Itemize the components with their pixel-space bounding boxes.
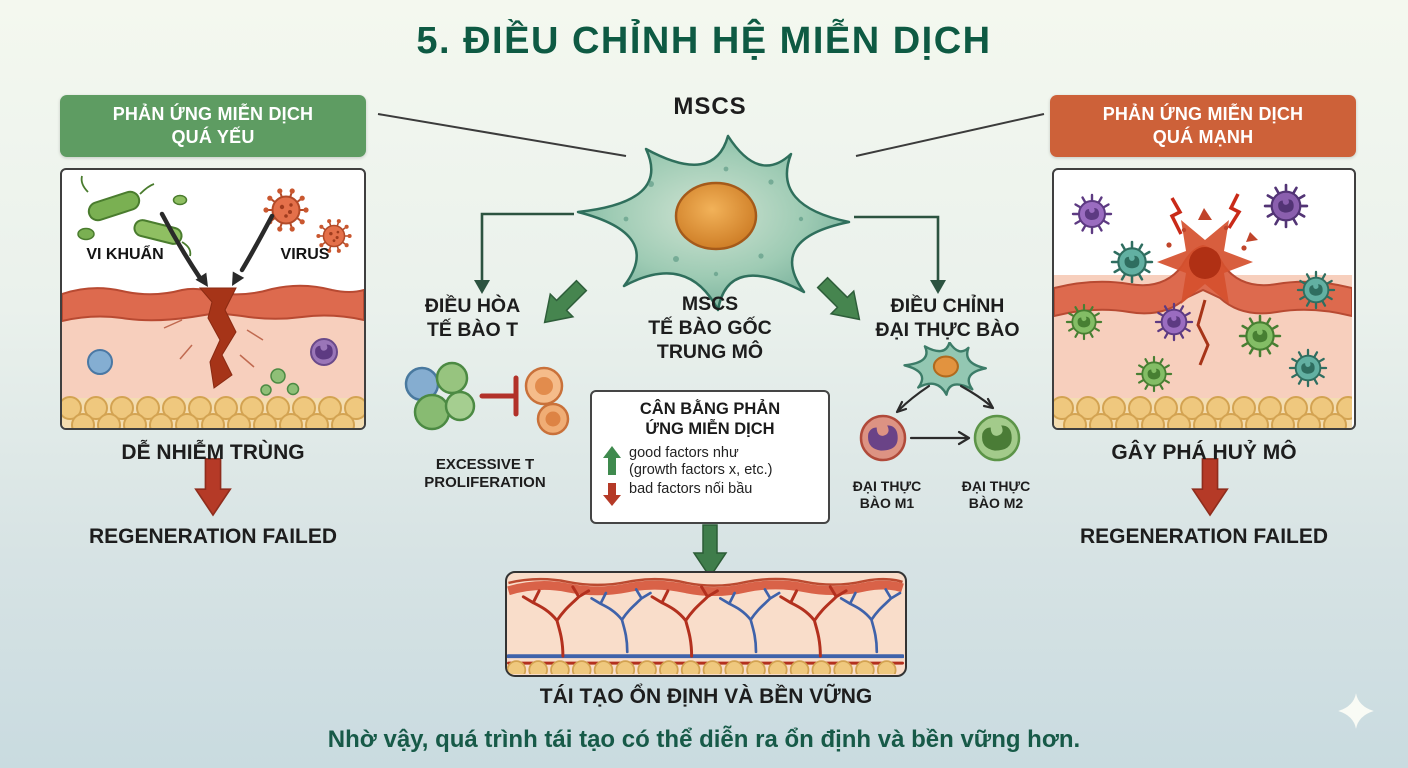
label-line: ĐẠI THỰC BÀO — [875, 318, 1020, 341]
green-down-arrow-icon — [692, 524, 728, 579]
weak-response-banner: PHẢN ỨNG MIỄN DỊCH QUÁ YẾU — [60, 95, 366, 157]
label-line: ĐẠI THỰC — [852, 478, 922, 494]
small-msc-icon — [903, 342, 988, 396]
block-arrow-downright-icon — [816, 276, 861, 321]
label-line: good factors như — [629, 445, 739, 462]
label-line: MSCS — [681, 293, 739, 315]
label-line: BÀO M1 — [859, 495, 915, 512]
regeneration-failed-right: REGENERATION FAILED — [1079, 525, 1329, 548]
macrophage-regulation-label: ĐIỀU CHỈNH ĐẠI THỰC BÀO — [860, 295, 1035, 343]
label-line: EXCESSIVE T — [435, 456, 535, 473]
m1-macrophage-icon — [859, 414, 907, 462]
label-line: PHẢN ỨNG MIỄN DỊCH — [112, 103, 314, 124]
block-arrow-downleft-icon — [543, 279, 588, 324]
label-line: bad factors nối bầu — [629, 481, 753, 498]
label-line: TẾ BÀO GỐC — [648, 316, 772, 339]
mscs-label: MSCS — [673, 93, 747, 120]
good-factors-row: good factors như (growth factors x, etc.… — [600, 444, 820, 480]
good-factors-text: good factors như (growth factors x, etc.… — [629, 445, 772, 479]
m2-macrophage-icon — [973, 414, 1021, 462]
label-line: PROLIFERATION — [424, 474, 546, 492]
virus-label: VIRUS — [280, 246, 330, 263]
t-cells — [404, 361, 476, 431]
label-line: PHẢN ỨNG MIỄN DỊCH — [1102, 103, 1304, 124]
balance-title: CÂN BẰNG PHẢN ỨNG MIỄN DỊCH — [600, 399, 820, 439]
label-line: ỨNG MIỄN DỊCH — [645, 420, 775, 439]
tissue-caption: TÁI TẠO ỔN ĐỊNH VÀ BỀN VỮNG — [539, 685, 873, 708]
msc-cell-illustration — [576, 134, 851, 312]
bad-factors-row: bad factors nối bầu — [600, 480, 820, 508]
label-line: ĐIỀU HÒA — [424, 295, 521, 317]
attack-arrows — [159, 211, 275, 287]
macrophage-diagram — [859, 342, 1021, 462]
label-line: QUÁ YẾU — [171, 127, 255, 147]
m2-label: ĐẠI THỰC BÀO M2 — [950, 478, 1042, 512]
balance-box: CÂN BẰNG PHẢN ỨNG MIỄN DỊCH good factors… — [590, 390, 830, 524]
healthy-tissue-scene — [507, 577, 905, 675]
virus-icon — [262, 187, 353, 254]
proliferating-t-cells — [524, 366, 570, 436]
blood-vessels — [507, 585, 905, 665]
msc-nucleus — [674, 181, 758, 251]
infection-illustration: VI KHUẨN VIRUS — [60, 168, 366, 430]
label-line: (growth factors x, etc.) — [629, 462, 773, 479]
sparkle-icon — [1338, 693, 1374, 729]
tissue-illustration — [505, 571, 907, 677]
tissue-crack — [163, 287, 264, 389]
bad-factors-text: bad factors nối bầu — [629, 481, 752, 498]
label-line: BÀO M2 — [968, 495, 1024, 512]
bacteria-icon — [77, 175, 192, 257]
inhibition-icon — [479, 375, 519, 417]
strong-response-banner: PHẢN ỨNG MIỄN DỊCH QUÁ MẠNH — [1050, 95, 1356, 157]
cell-speckles — [623, 166, 804, 277]
fat-row — [507, 660, 897, 675]
label-line: CÂN BẰNG PHẢN — [639, 400, 781, 418]
t-cell-regulation-label: ĐIỀU HÒA TẾ BÀO T — [390, 295, 555, 343]
excessive-t-label: EXCESSIVE T PROLIFERATION — [400, 456, 570, 493]
tissue-damage-caption: GÂY PHÁ HUỶ MÔ — [1111, 441, 1297, 464]
macrophage-branch-connector-arrow — [854, 215, 946, 294]
infection-scene — [62, 175, 364, 428]
fat-layer — [1054, 396, 1354, 428]
msc-cell-body — [576, 134, 851, 312]
resident-cells — [87, 338, 338, 396]
t-branch-connector-arrow — [474, 212, 574, 294]
lightning-icon — [1169, 193, 1242, 235]
t-cell-cluster-illustration — [404, 361, 570, 436]
inflammation-scene — [1054, 183, 1354, 428]
m1-label: ĐẠI THỰC BÀO M1 — [844, 478, 930, 512]
msc-cell-caption: MSCS TẾ BÀO GỐC TRUNG MÔ — [620, 293, 800, 364]
inflammation-burst — [1157, 208, 1258, 366]
label-line: TẾ BÀO T — [427, 318, 518, 341]
red-down-arrow-left-icon — [194, 458, 232, 517]
inflammation-illustration — [1052, 168, 1356, 430]
footer-note: Nhờ vậy, quá trình tái tạo có thể diễn r… — [327, 726, 1081, 753]
differentiation-arrows — [895, 384, 995, 446]
label-line: QUÁ MẠNH — [1152, 127, 1254, 147]
infection-caption: DỄ NHIỄM TRÙNG — [121, 441, 305, 464]
regeneration-failed-left: REGENERATION FAILED — [88, 525, 338, 548]
label-line: ĐẠI THỰC — [961, 478, 1031, 494]
label-line: TRUNG MÔ — [656, 340, 764, 363]
fat-layer — [62, 396, 364, 428]
up-arrow-icon — [603, 446, 621, 476]
bacteria-label: VI KHUẨN — [86, 246, 164, 263]
page-title: 5. ĐIỀU CHỈNH HỆ MIỄN DỊCH — [416, 20, 992, 62]
red-down-arrow-right-icon — [1191, 458, 1229, 517]
down-arrow-icon — [603, 483, 621, 507]
label-line: ĐIỀU CHỈNH — [890, 295, 1005, 317]
